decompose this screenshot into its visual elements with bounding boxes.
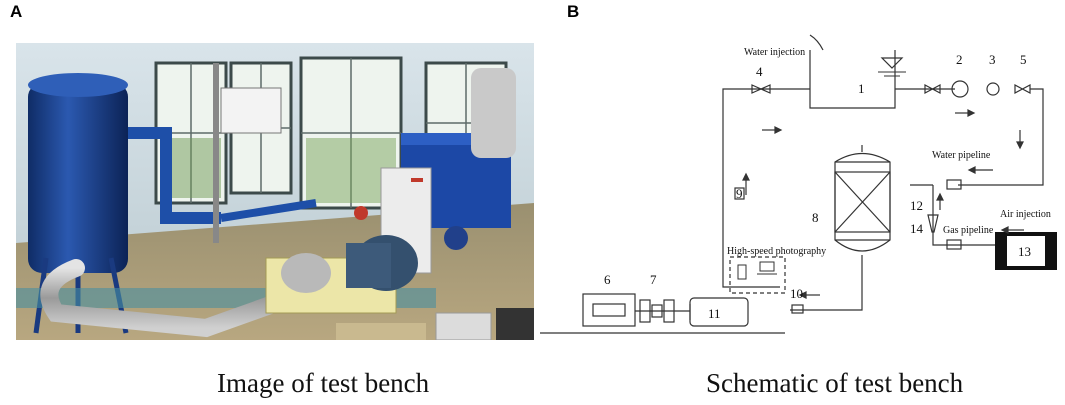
label-high-speed-photography: High-speed photography <box>727 246 826 257</box>
caption-schematic-of-test-bench: Schematic of test bench <box>706 368 964 398</box>
test-bench-photo <box>16 43 534 340</box>
component-14: 14 <box>910 221 924 236</box>
sensor-9 <box>734 187 745 200</box>
component-9: 9 <box>736 186 743 201</box>
label-air-injection: Air injection <box>1000 209 1051 220</box>
feed-pump <box>951 80 969 98</box>
return-pipe <box>722 88 810 288</box>
component-11: 11 <box>708 306 721 321</box>
water-pipeline <box>958 88 1044 186</box>
component-13: 13 <box>1018 244 1031 259</box>
component-8: 8 <box>812 210 819 225</box>
flowmeter <box>986 82 1000 96</box>
tank-outlet-to-pump <box>790 255 863 311</box>
panel-b-letter: B <box>567 2 580 21</box>
gas-pipeline <box>932 185 995 246</box>
label-gas-pipeline: Gas pipeline <box>943 225 994 236</box>
label-water-pipeline: Water pipeline <box>932 150 991 161</box>
component-7: 7 <box>650 272 657 287</box>
component-4: 4 <box>756 64 763 79</box>
component-12: 12 <box>910 198 923 213</box>
component-1: 1 <box>858 81 865 96</box>
motor <box>582 293 636 327</box>
component-2: 2 <box>956 52 963 67</box>
component-6: 6 <box>604 272 611 287</box>
component-5: 5 <box>1020 52 1027 67</box>
caption-image-of-test-bench: Image of test bench <box>217 368 430 398</box>
component-10: 10 <box>790 286 803 301</box>
component-3: 3 <box>989 52 996 67</box>
panel-a-letter: A <box>10 2 23 21</box>
label-water-injection: Water injection <box>744 47 805 58</box>
test-bench-schematic: Water injection Water pipeline Gas pipel… <box>540 34 1057 334</box>
photography-box <box>729 256 786 294</box>
water-tank <box>809 50 896 109</box>
